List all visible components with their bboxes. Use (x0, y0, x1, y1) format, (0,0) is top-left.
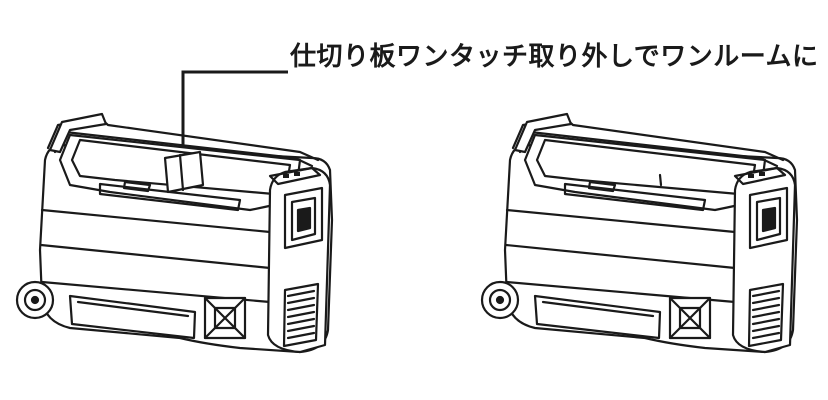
body-seam-upper (40, 208, 272, 234)
body-seam-upper (505, 208, 737, 234)
body-seam-mid (39, 243, 272, 270)
bottom-skid (68, 294, 197, 340)
front-handle (98, 182, 242, 212)
control-panel (268, 166, 322, 186)
callout-leader-line (181, 70, 288, 160)
callout-caption: 仕切り板ワンタッチ取り外しでワンルームに (290, 42, 819, 72)
front-handle (563, 182, 707, 212)
lid-hinge-tab (48, 112, 108, 154)
lid-hinge-tab (513, 112, 573, 154)
bottom-skid (533, 294, 662, 340)
cooler-one-room (480, 112, 799, 354)
divider-slot (658, 173, 663, 187)
body-seam-mid (504, 243, 737, 270)
cooler-with-divider (15, 112, 334, 354)
divider-plate (163, 150, 205, 194)
control-panel (733, 166, 787, 186)
